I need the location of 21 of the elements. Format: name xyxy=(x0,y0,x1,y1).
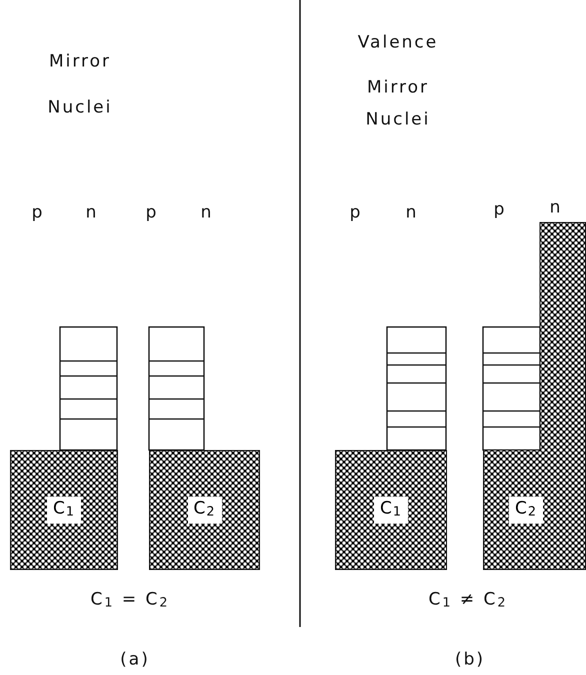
heading-text: Mirror xyxy=(48,54,112,70)
column-label: n xyxy=(550,200,562,216)
heading-text: Nuclei xyxy=(366,112,430,128)
column-label: n xyxy=(200,204,214,222)
heading-text: Nuclei xyxy=(48,100,112,116)
heading-text: Mirror xyxy=(366,80,430,96)
core-label: C$_{1}$ xyxy=(374,496,408,524)
equation-text: C$_{1}$ ≠ C$_{2}$ xyxy=(428,592,508,610)
column-label: p xyxy=(32,204,44,222)
core-label: C$_{1}$ xyxy=(47,496,81,524)
column-label: n xyxy=(406,204,418,222)
panel-label: (a) xyxy=(120,652,150,668)
column-label: p xyxy=(146,204,158,222)
core-label: C$_{2}$ xyxy=(509,496,543,524)
column-label: p xyxy=(494,202,506,218)
column-label: p xyxy=(350,204,362,222)
equation-text: C$_{1}$ = C$_{2}$ xyxy=(90,592,170,610)
column-label: n xyxy=(86,204,98,222)
heading-text: Valence xyxy=(358,34,438,52)
core-label: C$_{2}$ xyxy=(188,496,222,524)
panel-label: (b) xyxy=(454,652,486,668)
